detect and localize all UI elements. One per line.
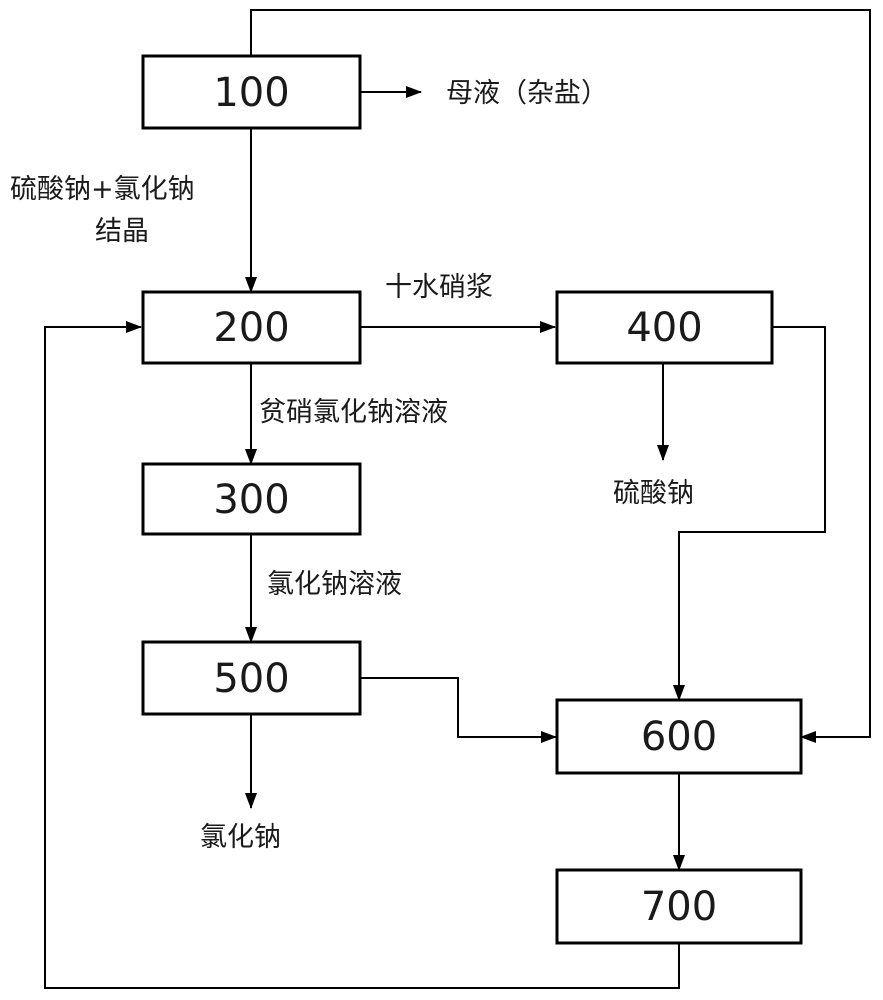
- connectors: [44, 9, 871, 989]
- box-100: 100: [141, 54, 362, 130]
- box-300: 300: [141, 462, 362, 536]
- label-sodium-sulfate: 硫酸钠: [613, 478, 694, 509]
- box-500-label: 500: [213, 656, 289, 702]
- label-nacl-solution: 氯化钠溶液: [267, 569, 402, 600]
- arrow-100-to-600-loop: [250, 9, 871, 743]
- box-200: 200: [141, 290, 362, 365]
- box-200-label: 200: [213, 305, 289, 351]
- box-600-label: 600: [641, 714, 717, 760]
- box-300-label: 300: [213, 477, 289, 523]
- label-crystal-line2: 结晶: [95, 216, 149, 247]
- label-mother-liquor: 母液（杂盐）: [446, 78, 608, 109]
- box-700: 700: [555, 868, 803, 945]
- arrow-500-to-600: [360, 677, 557, 743]
- arrow-400-to-600: [673, 326, 826, 701]
- label-crystal-line1: 硫酸钠+氯化钠: [10, 174, 195, 205]
- box-600: 600: [555, 698, 803, 775]
- label-mirabilite-slurry: 十水硝浆: [385, 272, 493, 303]
- box-400: 400: [555, 290, 774, 365]
- box-400-label: 400: [626, 305, 702, 351]
- label-lean-nacl-solution: 贫硝氯化钠溶液: [259, 397, 448, 428]
- arrow-700-to-200-loop: [44, 321, 680, 989]
- box-700-label: 700: [641, 884, 717, 930]
- label-sodium-chloride: 氯化钠: [200, 822, 281, 853]
- box-100-label: 100: [213, 70, 289, 116]
- box-500: 500: [141, 640, 362, 716]
